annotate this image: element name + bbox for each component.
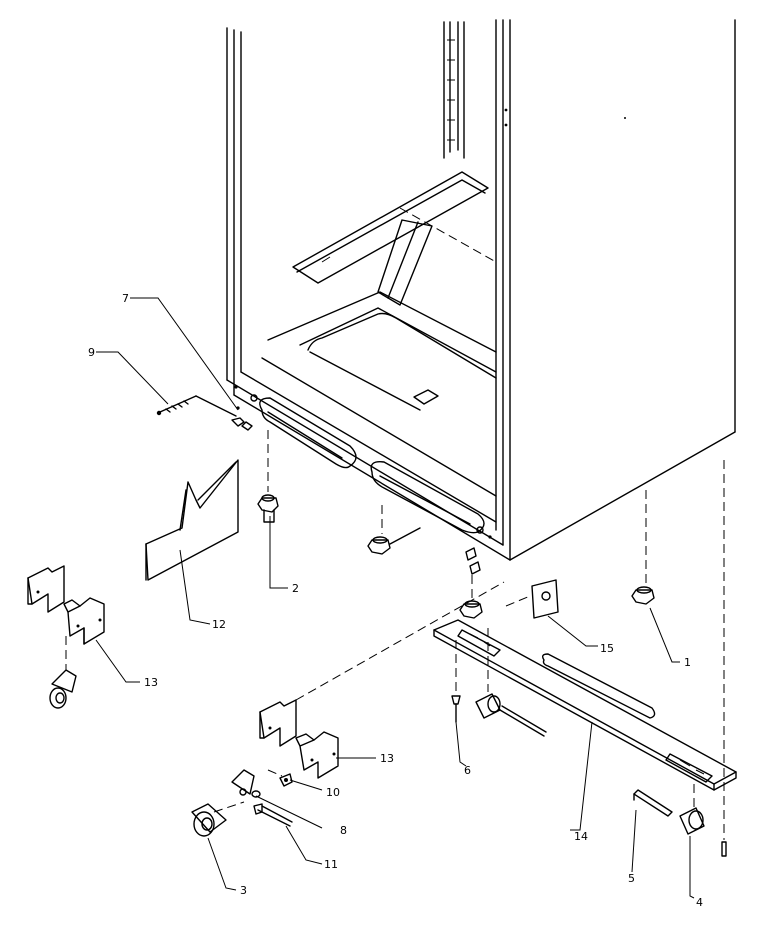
bolt-11 bbox=[253, 803, 293, 827]
screw-7 bbox=[231, 417, 253, 431]
nut-10 bbox=[267, 769, 293, 787]
callout-10: 10 bbox=[326, 786, 340, 799]
callout-9: 9 bbox=[88, 346, 95, 359]
callout-14: 14 bbox=[574, 830, 588, 843]
callout-5: 5 bbox=[628, 872, 635, 885]
pin-5 bbox=[633, 789, 673, 817]
leveler-cylinder bbox=[475, 693, 547, 737]
callout-7: 7 bbox=[122, 292, 129, 305]
callout-15: 15 bbox=[600, 642, 614, 655]
callout-3: 3 bbox=[240, 884, 247, 897]
leader-lines bbox=[95, 297, 695, 899]
leveling-foot-2 bbox=[257, 430, 279, 523]
washer-8 bbox=[251, 790, 261, 798]
caster-bracket-13-left bbox=[27, 565, 105, 709]
callout-12: 12 bbox=[212, 618, 226, 631]
caster-3 bbox=[191, 769, 255, 837]
leveler-4 bbox=[679, 784, 705, 835]
baffle-12 bbox=[145, 459, 239, 581]
leveling-foot-right-center bbox=[459, 547, 483, 619]
leveling-foot-1 bbox=[631, 490, 655, 605]
callout-11: 11 bbox=[324, 858, 338, 871]
callout-13-center: 13 bbox=[380, 752, 394, 765]
callout-6: 6 bbox=[464, 764, 471, 777]
leveling-foot-mid bbox=[367, 505, 421, 555]
cabinet-body bbox=[226, 19, 736, 561]
kick-plate-14 bbox=[433, 619, 737, 791]
caster-bracket-13-center bbox=[259, 699, 339, 779]
screw-9 bbox=[156, 395, 237, 417]
callout-labels: 7 9 2 12 13 13 10 8 11 3 6 14 15 1 5 4 bbox=[88, 292, 703, 909]
screw-right bbox=[721, 460, 727, 857]
callout-4: 4 bbox=[696, 896, 703, 909]
screw-6 bbox=[451, 628, 489, 723]
callout-13-left: 13 bbox=[144, 676, 158, 689]
callout-8: 8 bbox=[340, 824, 347, 837]
callout-1: 1 bbox=[684, 656, 691, 669]
bracket-15 bbox=[505, 579, 559, 619]
callout-2: 2 bbox=[292, 582, 299, 595]
